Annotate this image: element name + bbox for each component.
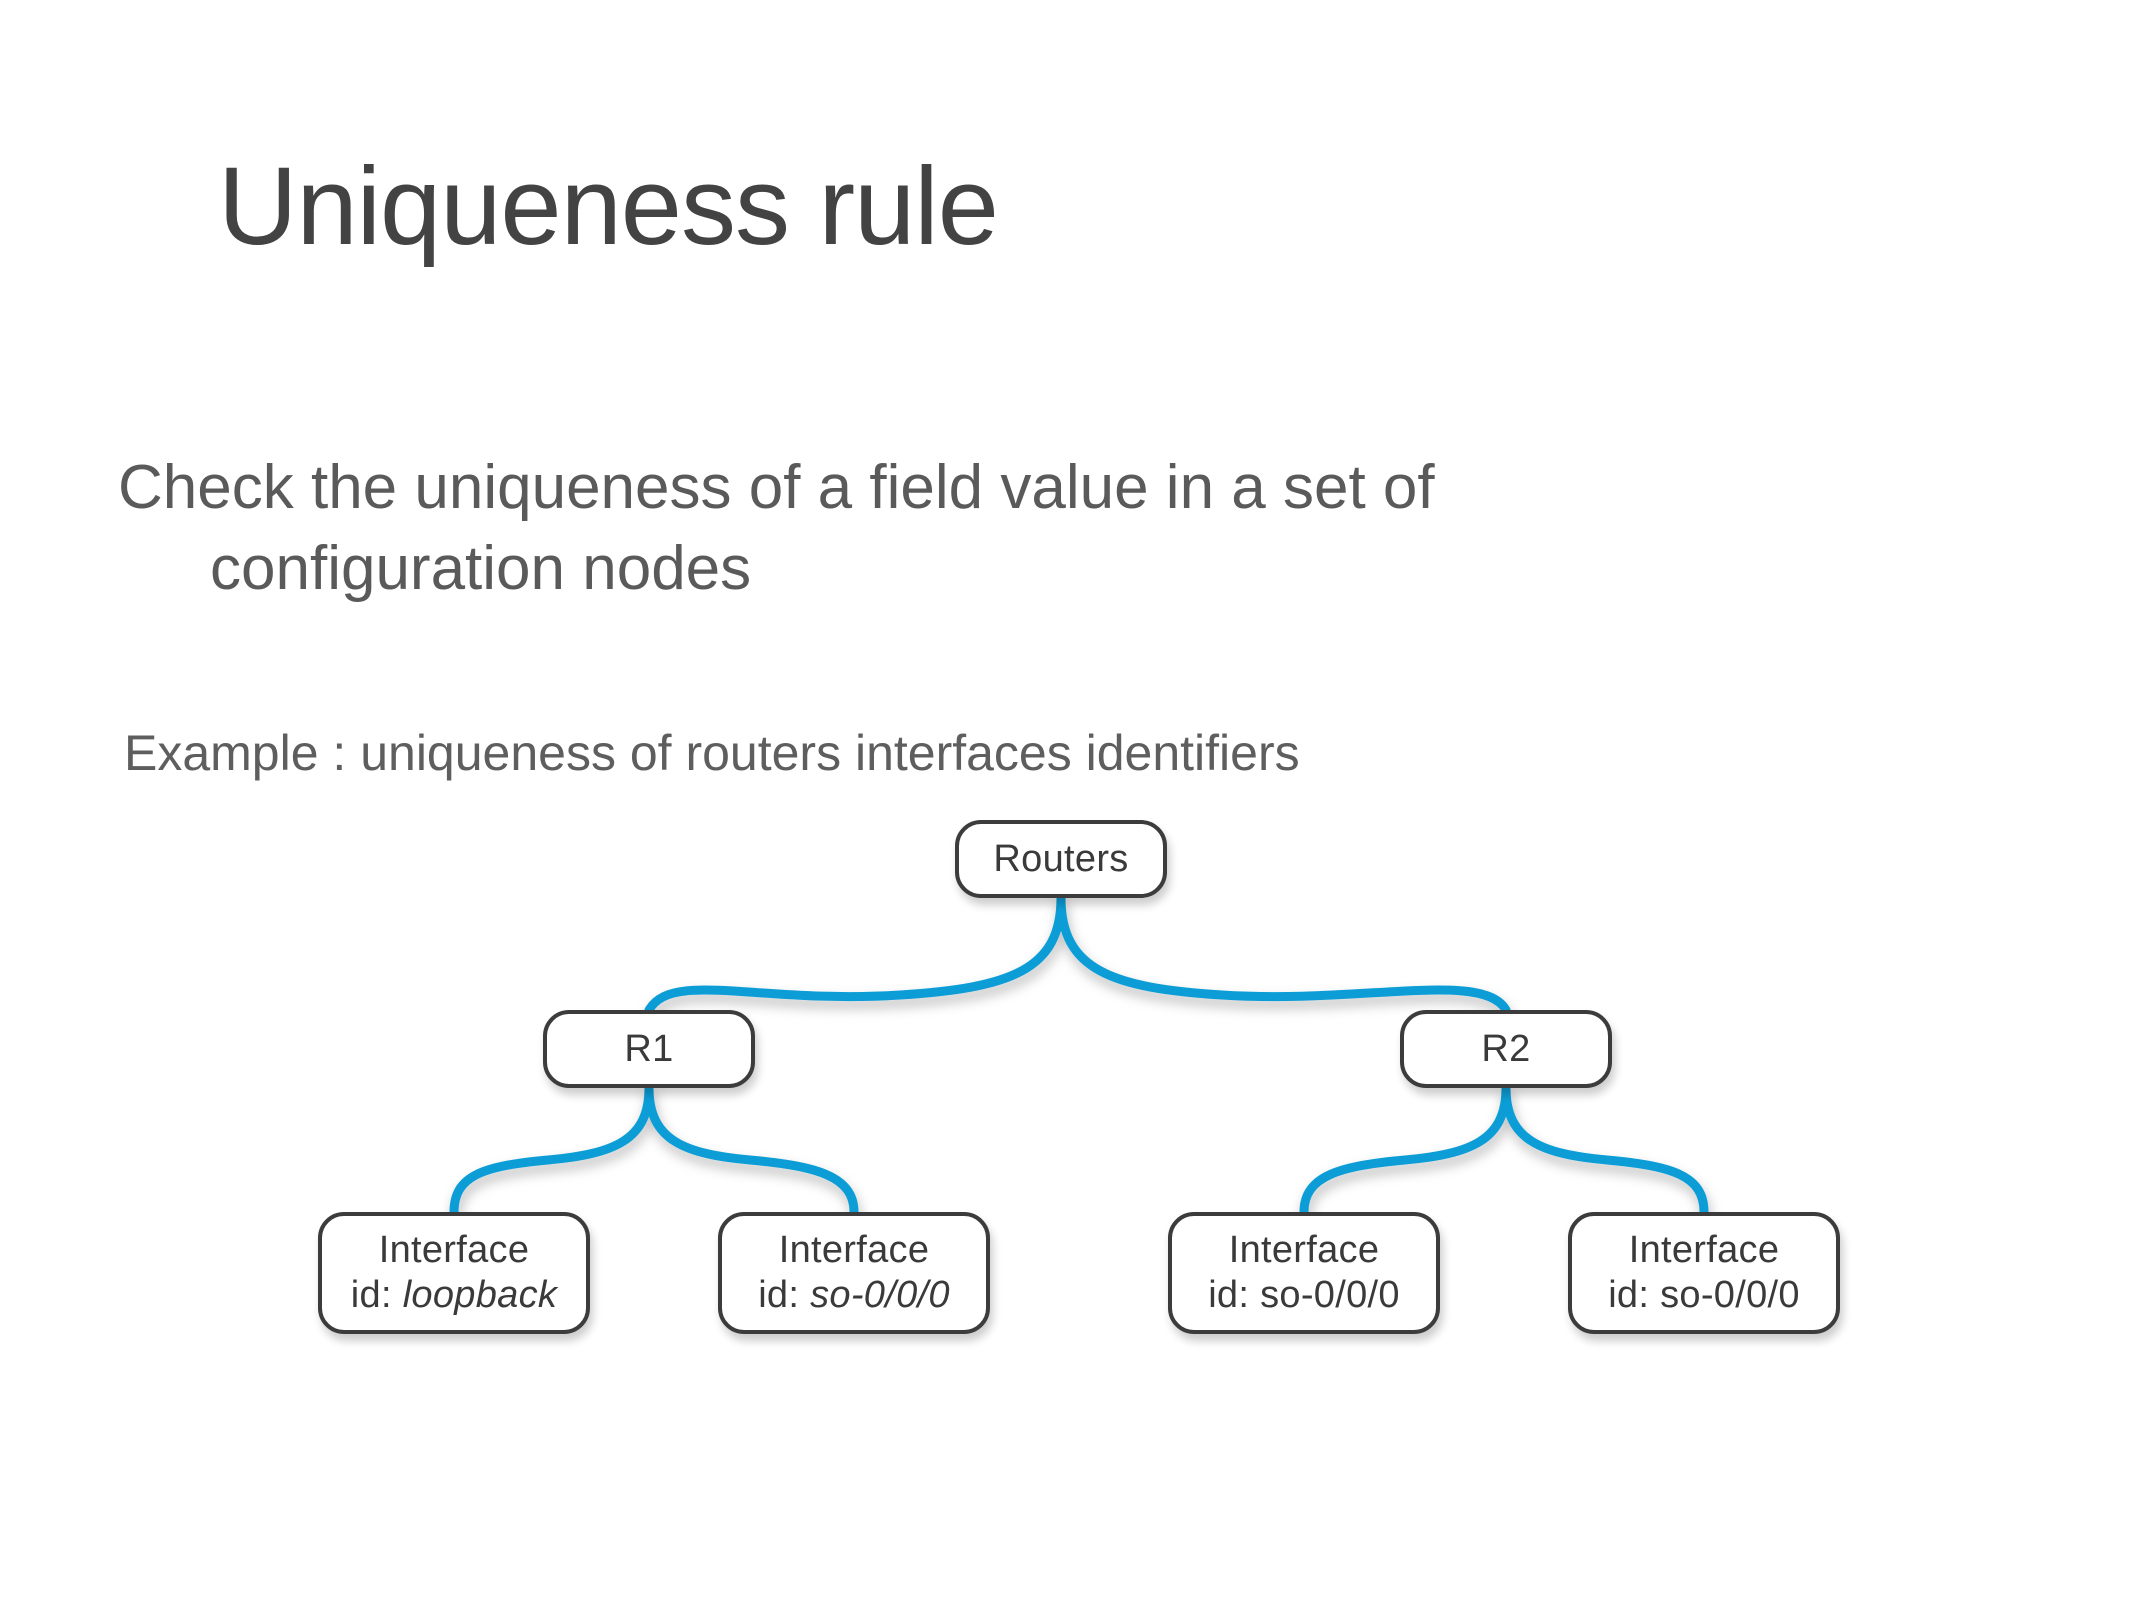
- tree-diagram: Routers R1 R2 Interface id: loopback Int…: [0, 820, 2134, 1380]
- node-interface-1-title: Interface: [378, 1229, 530, 1272]
- node-interface-2-id-label: id:: [758, 1274, 800, 1316]
- node-routers-label: Routers: [993, 837, 1129, 880]
- edge-r1-if1: [449, 1083, 654, 1217]
- node-interface-4[interactable]: Interface id: so-0/0/0: [1568, 1212, 1840, 1334]
- node-interface-2-title: Interface: [778, 1229, 930, 1272]
- body-line-2: configuration nodes: [210, 533, 752, 603]
- node-interface-3[interactable]: Interface id: so-0/0/0: [1168, 1212, 1440, 1334]
- node-interface-4-title: Interface: [1628, 1229, 1780, 1272]
- edge-r2-if3: [1299, 1083, 1511, 1217]
- node-interface-2[interactable]: Interface id: so-0/0/0: [718, 1212, 990, 1334]
- node-r2-label: R2: [1481, 1027, 1531, 1070]
- node-interface-3-title: Interface: [1228, 1229, 1380, 1272]
- body-line-1: Check the uniqueness of a field value in…: [118, 453, 1435, 522]
- node-interface-3-id-value: so-0/0/0: [1260, 1274, 1400, 1316]
- node-interface-1-id-value: loopback: [402, 1274, 558, 1316]
- edge-routers-r2: [1056, 893, 1511, 1015]
- node-interface-4-id: id: so-0/0/0: [1608, 1273, 1800, 1318]
- tree-edges: [449, 893, 1709, 1217]
- node-interface-4-id-value: so-0/0/0: [1660, 1274, 1800, 1316]
- node-routers[interactable]: Routers: [955, 820, 1167, 898]
- edge-routers-r1: [644, 893, 1066, 1015]
- node-r1-label: R1: [624, 1027, 674, 1070]
- node-interface-3-id: id: so-0/0/0: [1208, 1273, 1400, 1318]
- node-r2[interactable]: R2: [1400, 1010, 1612, 1088]
- node-interface-1[interactable]: Interface id: loopback: [318, 1212, 590, 1334]
- node-interface-2-id: id: so-0/0/0: [758, 1273, 950, 1318]
- edge-r2-if4: [1501, 1083, 1709, 1217]
- node-interface-2-id-value: so-0/0/0: [810, 1274, 950, 1316]
- page-title: Uniqueness rule: [218, 145, 999, 268]
- example-label: Example : uniqueness of routers interfac…: [124, 725, 1300, 781]
- body-paragraph: Check the uniqueness of a field value in…: [118, 448, 1738, 609]
- node-interface-4-id-label: id:: [1608, 1274, 1650, 1316]
- node-interface-1-id-label: id:: [350, 1274, 392, 1316]
- node-interface-1-id: id: loopback: [351, 1273, 557, 1318]
- node-interface-3-id-label: id:: [1208, 1274, 1250, 1316]
- edge-r1-if2: [644, 1083, 859, 1217]
- node-r1[interactable]: R1: [543, 1010, 755, 1088]
